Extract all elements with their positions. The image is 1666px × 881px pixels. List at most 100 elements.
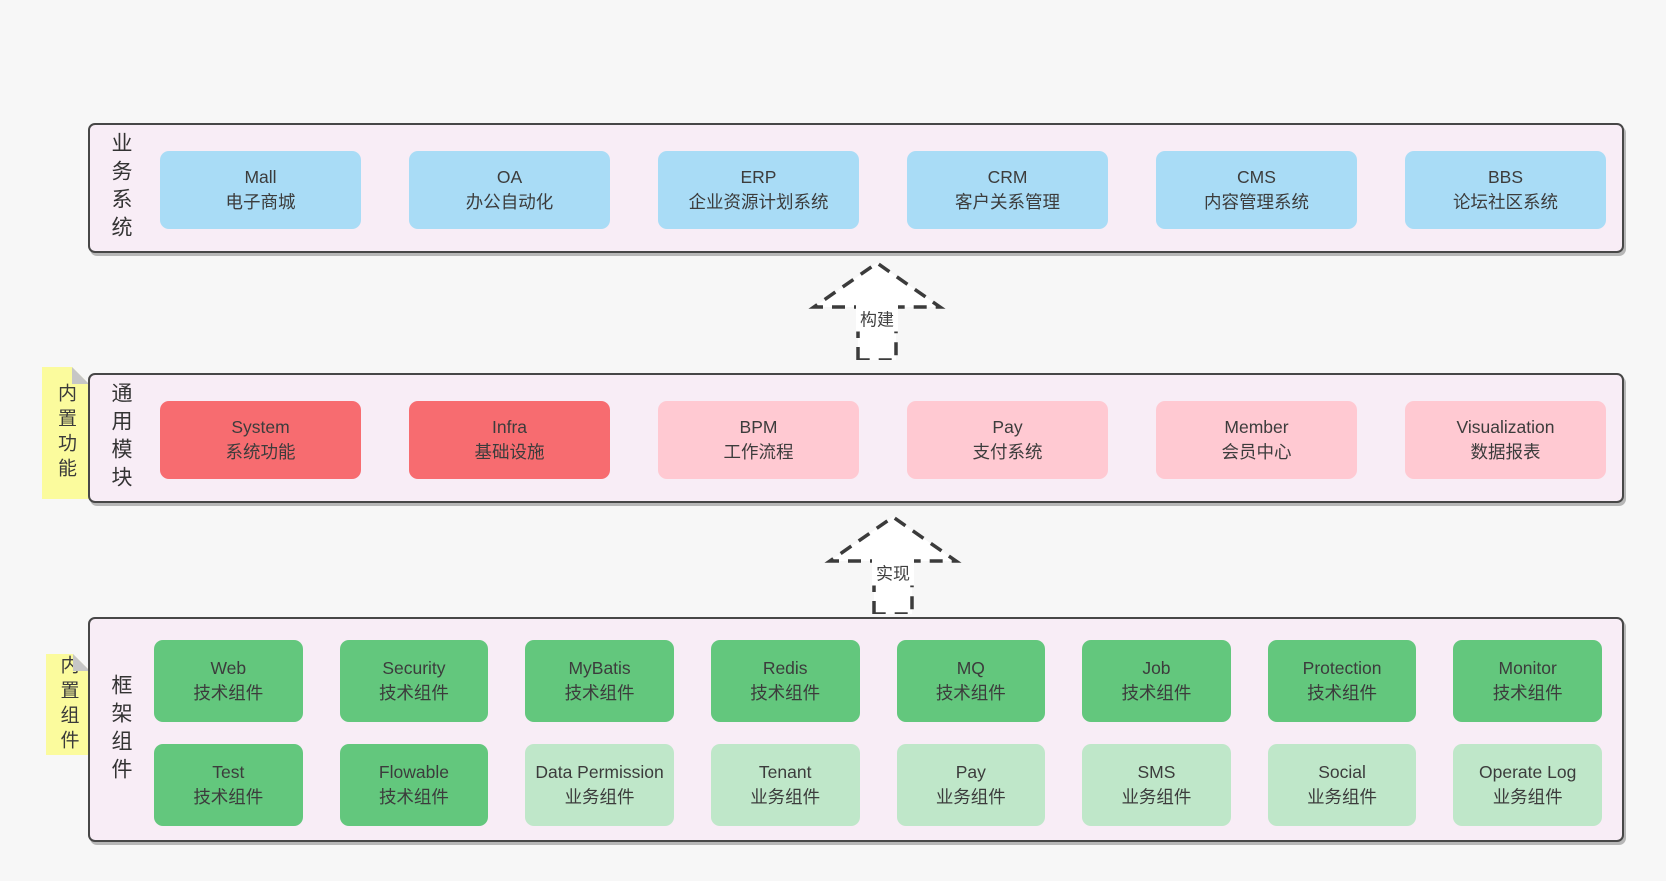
- component-box-redis: Redis 技术组件: [710, 640, 860, 722]
- box-subtitle: 技术组件: [1121, 683, 1192, 703]
- box-subtitle: 系统功能: [225, 442, 296, 462]
- component-box-protection: Protection 技术组件: [1267, 640, 1417, 722]
- box-title: OA: [496, 167, 523, 187]
- box-subtitle: 技术组件: [1307, 683, 1378, 703]
- component-box-mq: MQ 技术组件: [896, 640, 1046, 722]
- component-box-test: Test 技术组件: [154, 744, 303, 826]
- box-title: Pay: [992, 417, 1023, 437]
- component-box-member: Member 会员中心: [1156, 401, 1357, 479]
- box-title: Member: [1224, 417, 1289, 437]
- box-subtitle: 企业资源计划系统: [688, 192, 829, 212]
- box-title: CMS: [1237, 167, 1276, 187]
- component-box-pay: Pay 支付系统: [907, 401, 1108, 479]
- box-title: MQ: [956, 658, 985, 678]
- box-subtitle: 论坛社区系统: [1453, 192, 1558, 212]
- box-title: Tenant: [758, 762, 812, 782]
- built-in-components-tab-label: 内置组件: [57, 654, 79, 755]
- box-subtitle: 业务组件: [1307, 787, 1378, 807]
- component-box-erp: ERP 企业资源计划系统: [658, 151, 859, 229]
- box-subtitle: 业务组件: [1492, 787, 1563, 807]
- box-title: Pay: [955, 762, 986, 782]
- box-title: Redis: [762, 658, 808, 678]
- box-title: BPM: [739, 417, 778, 437]
- box-subtitle: 业务组件: [935, 787, 1006, 807]
- component-box-visualization: Visualization 数据报表: [1405, 401, 1606, 479]
- component-box-web: Web 技术组件: [154, 640, 303, 722]
- box-subtitle: 技术组件: [750, 683, 821, 703]
- box-subtitle: 客户关系管理: [955, 192, 1060, 212]
- box-subtitle: 技术组件: [564, 683, 635, 703]
- box-title: ERP: [740, 167, 777, 187]
- box-title: Operate Log: [1479, 762, 1577, 782]
- box-subtitle: 技术组件: [193, 683, 264, 703]
- component-box-mall: Mall 电子商城: [160, 151, 361, 229]
- box-subtitle: 业务组件: [564, 787, 635, 807]
- component-box-tenant: Tenant 业务组件: [710, 744, 860, 826]
- build-arrow: 构建: [802, 260, 952, 360]
- box-subtitle: 内容管理系统: [1204, 192, 1309, 212]
- common-modules-panel: 通用模块 System 系统功能 Infra 基础设施 BPM 工作流程 Pay 支付系统 Me…: [88, 373, 1624, 503]
- component-box-cms: CMS 内容管理系统: [1156, 151, 1357, 229]
- implement-arrow: 实现: [818, 514, 968, 614]
- modules-boxes-row: System 系统功能 Infra 基础设施 BPM 工作流程 Pay 支付系统 Member 会…: [160, 401, 1606, 479]
- box-title: Test: [212, 762, 245, 782]
- box-subtitle: 支付系统: [972, 442, 1043, 462]
- box-title: System: [231, 417, 290, 437]
- box-title: Data Permission: [535, 762, 664, 782]
- box-title: BBS: [1487, 167, 1524, 187]
- component-box-job: Job 技术组件: [1082, 640, 1231, 722]
- box-title: Monitor: [1498, 658, 1557, 678]
- box-subtitle: 业务组件: [750, 787, 821, 807]
- business-systems-panel: 业务系统 Mall 电子商城 OA 办公自动化 ERP 企业资源计划系统 CRM 客户关系管理…: [88, 123, 1624, 253]
- component-box-operate-log: Operate Log 业务组件: [1453, 744, 1602, 826]
- box-title: SMS: [1137, 762, 1176, 782]
- build-arrow-label: 构建: [856, 304, 898, 332]
- box-subtitle: 业务组件: [1121, 787, 1192, 807]
- box-title: Protection: [1302, 658, 1382, 678]
- box-title: CRM: [987, 167, 1028, 187]
- box-title: Flowable: [378, 762, 449, 782]
- built-in-functions-tab-label: 内置功能: [55, 383, 76, 483]
- component-box-oa: OA 办公自动化: [409, 151, 610, 229]
- component-box-crm: CRM 客户关系管理: [907, 151, 1108, 229]
- implement-arrow-label: 实现: [872, 558, 914, 586]
- box-title: MyBatis: [568, 658, 631, 678]
- component-box-social: Social 业务组件: [1267, 744, 1417, 826]
- component-box-bpm: BPM 工作流程: [658, 401, 859, 479]
- component-box-pay: Pay 业务组件: [896, 744, 1046, 826]
- framework-components-label: 框架组件: [109, 673, 132, 786]
- business-boxes-row: Mall 电子商城 OA 办公自动化 ERP 企业资源计划系统 CRM 客户关系管理 CMS 内容…: [160, 151, 1606, 229]
- box-subtitle: 技术组件: [378, 683, 449, 703]
- component-box-sms: SMS 业务组件: [1082, 744, 1231, 826]
- box-subtitle: 数据报表: [1470, 442, 1541, 462]
- component-box-data-permission: Data Permission 业务组件: [525, 744, 674, 826]
- box-title: Job: [1142, 658, 1171, 678]
- component-box-infra: Infra 基础设施: [409, 401, 610, 479]
- box-title: Security: [382, 658, 446, 678]
- component-box-monitor: Monitor 技术组件: [1453, 640, 1602, 722]
- box-subtitle: 技术组件: [378, 787, 449, 807]
- box-subtitle: 电子商城: [225, 192, 296, 212]
- component-box-bbs: BBS 论坛社区系统: [1405, 151, 1606, 229]
- box-subtitle: 基础设施: [474, 442, 545, 462]
- box-title: Web: [210, 658, 247, 678]
- common-modules-label: 通用模块: [109, 382, 132, 494]
- box-title: Social: [1318, 762, 1366, 782]
- component-box-mybatis: MyBatis 技术组件: [525, 640, 674, 722]
- box-subtitle: 技术组件: [1492, 683, 1563, 703]
- business-systems-label: 业务系统: [109, 132, 132, 244]
- box-subtitle: 技术组件: [935, 683, 1006, 703]
- built-in-functions-tab: 内置功能: [42, 367, 89, 499]
- box-title: Infra: [491, 417, 528, 437]
- box-subtitle: 技术组件: [193, 787, 264, 807]
- box-subtitle: 工作流程: [723, 442, 794, 462]
- component-box-flowable: Flowable 技术组件: [339, 744, 489, 826]
- built-in-components-tab: 内置组件: [46, 654, 90, 755]
- box-subtitle: 办公自动化: [465, 192, 554, 212]
- box-subtitle: 会员中心: [1221, 442, 1292, 462]
- box-title: Visualization: [1456, 417, 1555, 437]
- box-title: Mall: [244, 167, 277, 187]
